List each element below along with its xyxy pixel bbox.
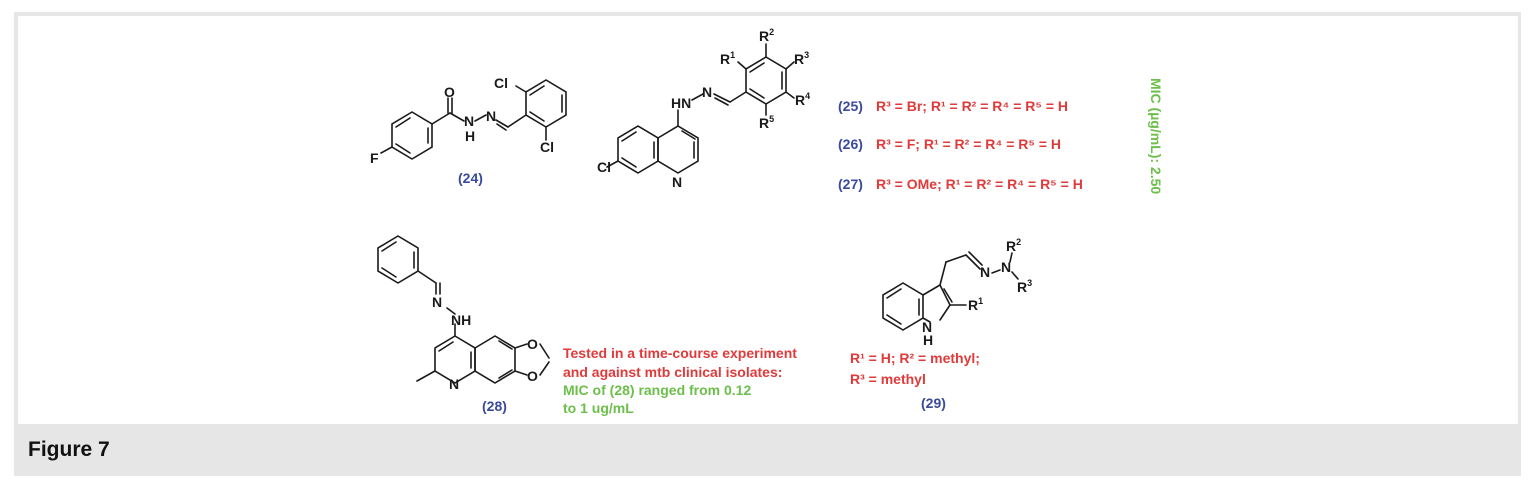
substituents-29-line-2: R³ = methyl <box>850 371 926 387</box>
atom-h: H <box>923 332 933 348</box>
compound-29-structure <box>882 251 1019 331</box>
compound-label-28: (28) <box>482 398 507 414</box>
note-28-line-1: Tested in a time-course experiment <box>563 345 797 361</box>
atom-n: N <box>486 108 496 124</box>
atom-nh: NH <box>451 312 471 328</box>
atom-n: N <box>922 319 932 335</box>
atom-n: N <box>1001 259 1011 275</box>
atom-n: N <box>672 174 682 190</box>
atom-n: N <box>449 376 459 392</box>
atom-r1: R1 <box>968 296 983 313</box>
atom-r3: R3 <box>794 50 809 67</box>
atom-r1: R1 <box>720 50 735 67</box>
note-28-line-2: and against mtb clinical isolates: <box>563 364 782 380</box>
atom-o: O <box>527 368 538 384</box>
compound-28-structure <box>377 235 550 384</box>
compound-label-27: (27) <box>838 176 863 192</box>
atom-r3: R3 <box>1017 278 1032 295</box>
substituents-26: R³ = F; R¹ = R² = R⁴ = R⁵ = H <box>876 136 1061 152</box>
atom-n: N <box>464 113 474 129</box>
atom-r4: R4 <box>795 91 810 108</box>
atom-cl: Cl <box>540 139 554 155</box>
figure-panel <box>18 16 1518 424</box>
atom-cl: Cl <box>597 159 611 175</box>
compound-25-27-structure <box>606 43 795 174</box>
atom-o: O <box>444 84 455 100</box>
substituents-27: R³ = OMe; R¹ = R² = R⁴ = R⁵ = H <box>876 176 1083 192</box>
atom-cl: Cl <box>494 75 508 91</box>
atom-h: H <box>465 128 475 144</box>
compound-24-structure <box>380 79 567 160</box>
atom-r5: R5 <box>759 114 774 131</box>
atom-n: N <box>702 84 712 100</box>
atom-n: N <box>980 264 990 280</box>
compound-label-24: (24) <box>458 170 483 186</box>
mic-note-25-27: MIC (µg/mL): 2.50 <box>1148 78 1164 194</box>
atom-r2: R2 <box>1006 237 1021 254</box>
atom-o: O <box>527 336 538 352</box>
substituents-25: R³ = Br; R¹ = R² = R⁴ = R⁵ = H <box>876 98 1068 114</box>
atom-f: F <box>370 150 379 166</box>
note-28-mic-line-1: MIC of (28) ranged from 0.12 <box>563 382 751 398</box>
note-28-mic-line-2: to 1 ug/mL <box>563 400 634 416</box>
substituents-29-line-1: R¹ = H; R² = methyl; <box>850 350 980 366</box>
atom-hn: HN <box>671 95 691 111</box>
atom-r2: R2 <box>759 27 774 44</box>
figure-caption: Figure 7 <box>28 438 110 461</box>
atom-n: N <box>432 294 442 310</box>
compound-label-26: (26) <box>838 136 863 152</box>
compound-label-29: (29) <box>921 395 946 411</box>
compound-label-25: (25) <box>838 98 863 114</box>
